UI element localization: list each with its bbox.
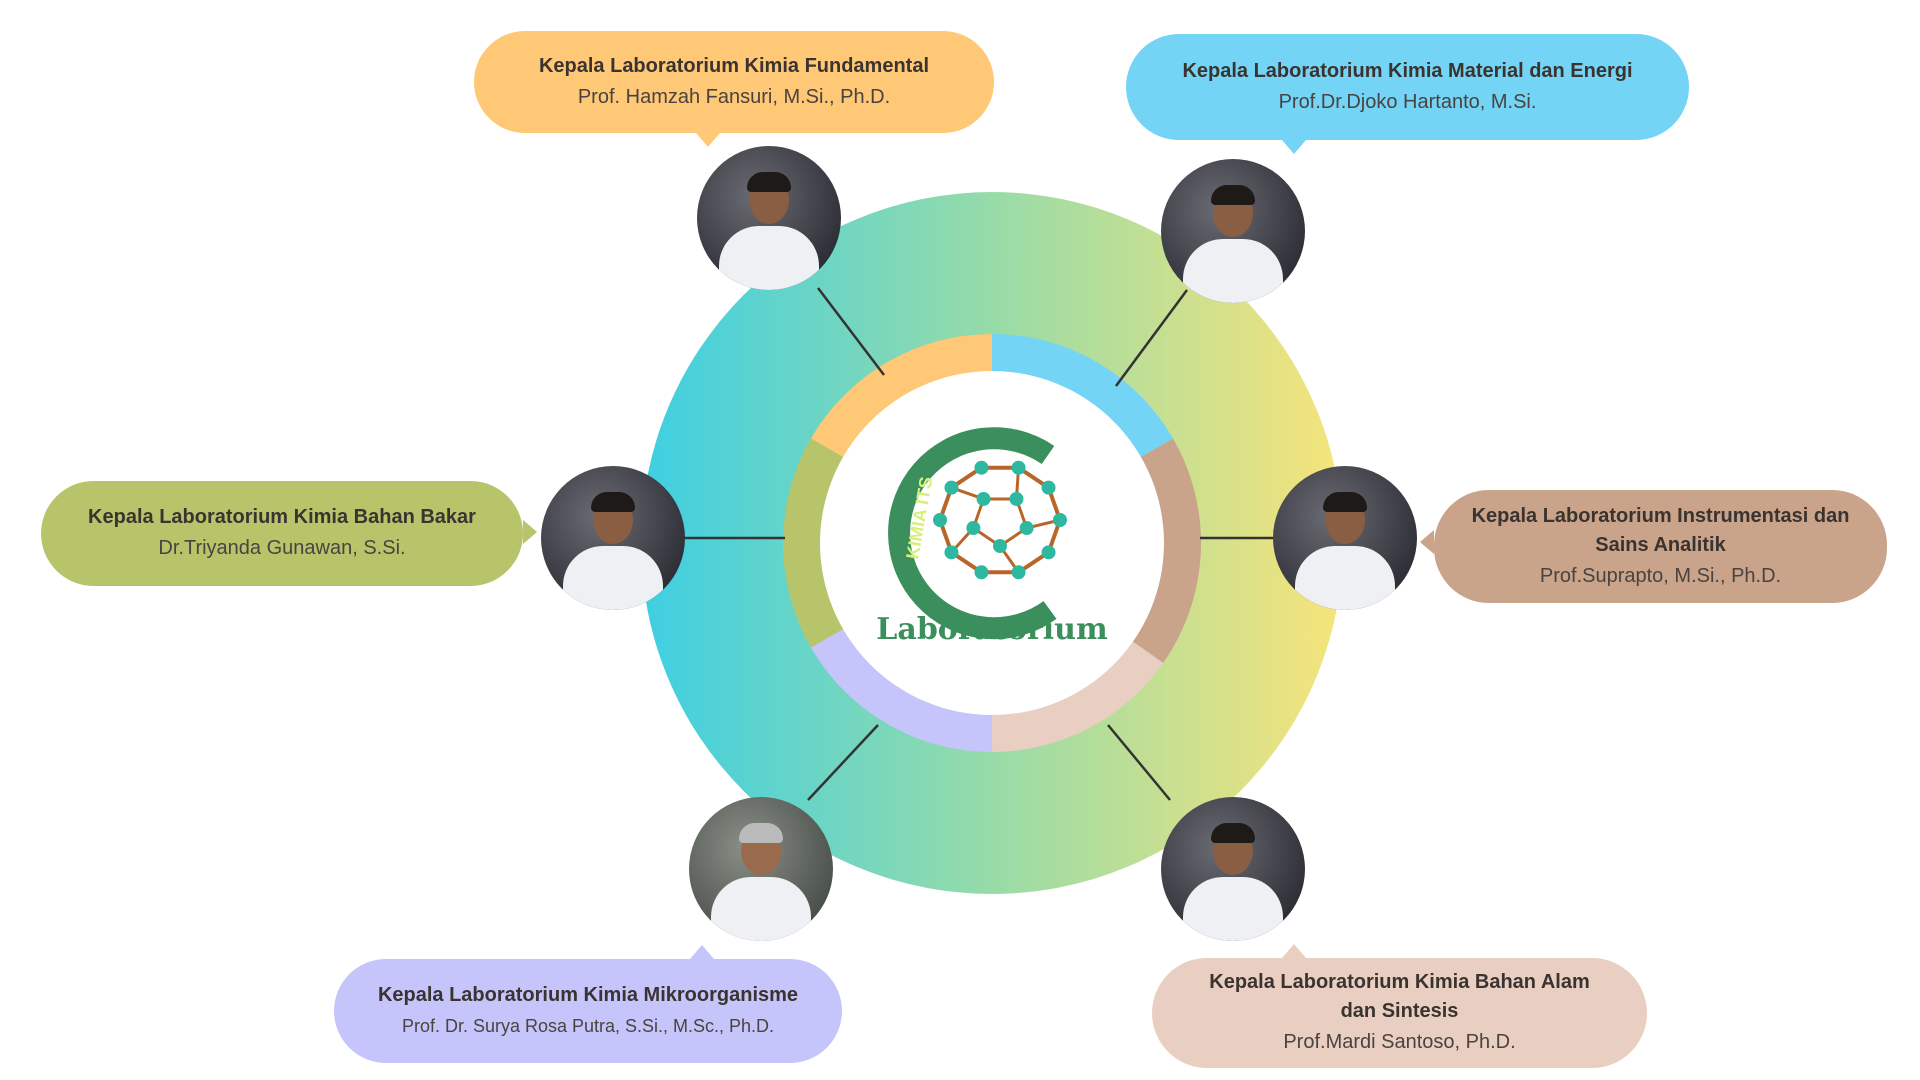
atom (944, 545, 959, 560)
photo-hamzah-fansuri (697, 146, 841, 290)
atom (1041, 480, 1056, 495)
lab-card-instrumentasi: Kepala Laboratorium Instrumentasi dan Sa… (1434, 490, 1887, 603)
atom (966, 521, 981, 536)
atom (1011, 565, 1026, 580)
photo-surya-rosa-putra (689, 797, 833, 941)
atom (993, 539, 1007, 553)
lab-head-name: Dr.Triyanda Gunawan, S.Si. (158, 537, 406, 559)
photo-suprapto (1273, 466, 1417, 610)
lab-title: Kepala Laboratorium Kimia Fundamental (538, 54, 930, 77)
atom (1011, 460, 1026, 475)
atom (944, 480, 959, 495)
lab-head-name: Prof.Mardi Santoso, Ph.D. (1283, 1031, 1516, 1053)
atom (933, 513, 947, 527)
atom (1053, 513, 1067, 527)
lab-head-name: Prof. Dr. Surya Rosa Putra, S.Si., M.Sc.… (401, 1015, 775, 1036)
atom (974, 565, 989, 580)
logo-label: Laboratorium (876, 612, 1108, 647)
photo-mardi-santoso (1161, 797, 1305, 941)
fullerene-logo: KIMIA ITS (888, 427, 1067, 640)
lab-head-name: Prof.Dr.Djoko Hartanto, M.Si. (1278, 90, 1537, 113)
lab-card-bahan-alam: Kepala Laboratorium Kimia Bahan Alam dan… (1152, 958, 1647, 1068)
center-disc (820, 371, 1164, 715)
lab-title: Kepala Laboratorium Kimia Bahan Bakar (88, 506, 476, 528)
lab-title: Kepala Laboratorium Kimia Bahan Alam dan… (1209, 971, 1590, 1022)
atom (976, 491, 991, 506)
atom (1009, 491, 1024, 506)
atom (1041, 545, 1056, 560)
lab-card-fundamental: Kepala Laboratorium Kimia Fundamental Pr… (474, 31, 994, 133)
connector-lines (685, 287, 1273, 801)
photo-triyanda-gunawan (541, 466, 685, 610)
photo-djoko-hartanto (1161, 159, 1305, 303)
lab-card-material-energi: Kepala Laboratorium Kimia Material dan E… (1126, 34, 1689, 140)
lab-head-name: Prof. Hamzah Fansuri, M.Si., Ph.D. (577, 85, 891, 108)
lab-card-bahan-bakar: Kepala Laboratorium Kimia Bahan Bakar Dr… (41, 481, 523, 586)
lab-card-mikroorganisme: Kepala Laboratorium Kimia Mikroorganisme… (334, 959, 842, 1063)
atom (974, 460, 989, 475)
atom (1019, 521, 1034, 536)
lab-head-name: Prof.Suprapto, M.Si., Ph.D. (1539, 564, 1782, 587)
lab-title: Kepala Laboratorium Kimia Mikroorganisme (377, 983, 799, 1006)
lab-title: Kepala Laboratorium Kimia Material dan E… (1182, 59, 1633, 82)
lab-title: Kepala Laboratorium Instrumentasi dan Sa… (1471, 504, 1850, 556)
